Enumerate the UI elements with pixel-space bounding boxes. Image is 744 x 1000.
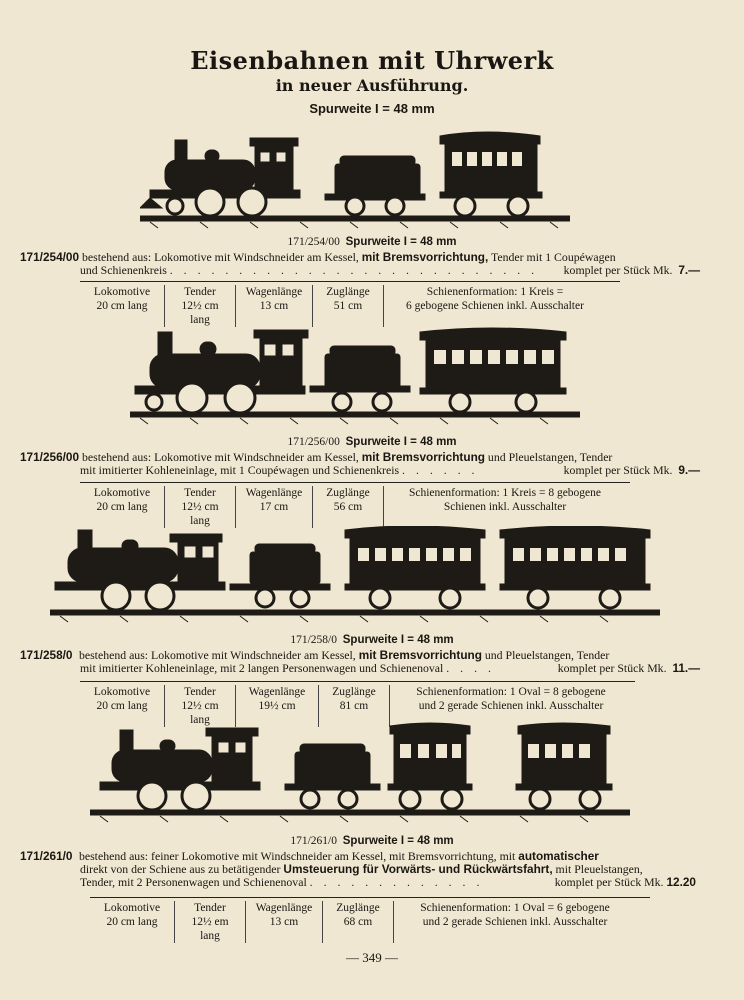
item-description-2: 171/256/00 bestehend aus: Lokomotive mit…	[20, 450, 700, 477]
item-number: 171/254/00	[20, 250, 80, 264]
price: 7.—	[678, 263, 700, 277]
gauge-heading: Spurweite I = 48 mm	[309, 101, 435, 116]
page-title: Eisenbahnen mit Uhrwerk	[190, 46, 554, 75]
train-illustration-4	[90, 722, 630, 832]
item-description-1: 171/254/00 bestehend aus: Lokomotive mit…	[20, 250, 700, 277]
caption-1: 171/254/00 Spurweite I = 48 mm	[287, 236, 457, 248]
item-description-3: 171/258/0 bestehend aus: Lokomotive mit …	[20, 648, 700, 675]
page-number: — 349 —	[346, 950, 398, 965]
caption-2: 171/256/00 Spurweite I = 48 mm	[287, 436, 457, 448]
train-illustration-2	[130, 326, 580, 426]
caption-4: 171/261/0 Spurweite I = 48 mm	[290, 835, 454, 847]
caption-3: 171/258/0 Spurweite I = 48 mm	[290, 634, 454, 646]
train-illustration-3	[50, 526, 660, 626]
train-illustration-1	[140, 130, 570, 230]
page-subtitle: in neuer Ausführung.	[275, 76, 469, 95]
item-description-4: 171/261/0 bestehend aus: feiner Lokomoti…	[20, 849, 696, 889]
